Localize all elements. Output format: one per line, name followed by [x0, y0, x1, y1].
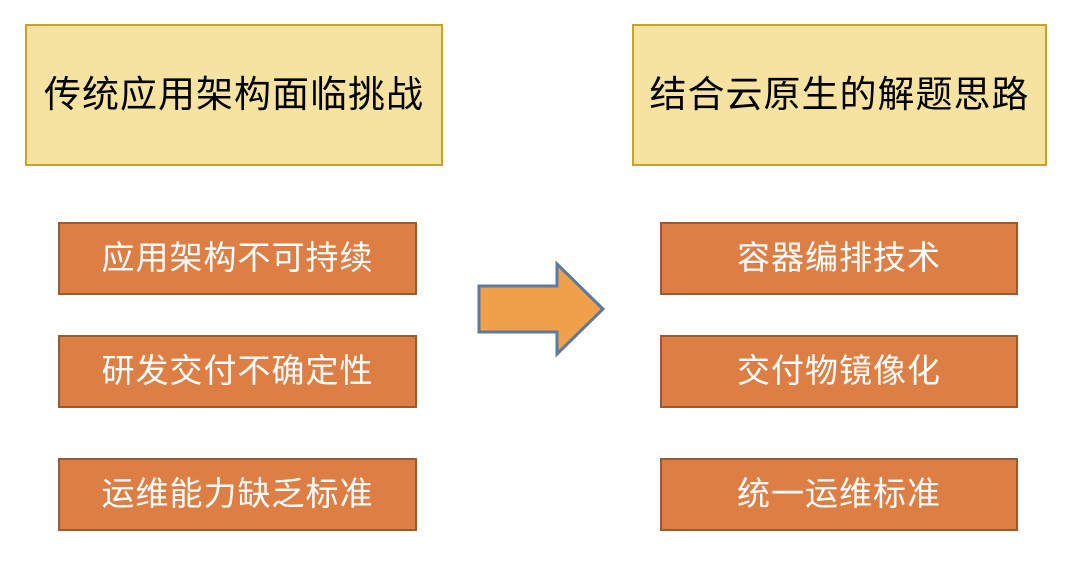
item-box-left-1: 应用架构不可持续: [58, 222, 417, 295]
item-label-right-2: 交付物镜像化: [737, 352, 941, 390]
item-label-right-1: 容器编排技术: [737, 239, 941, 277]
header-box-challenges: 传统应用架构面临挑战: [25, 24, 443, 166]
right-arrow-polygon: [477, 260, 606, 358]
item-label-left-2: 研发交付不确定性: [101, 352, 374, 390]
item-label-right-3: 统一运维标准: [737, 475, 941, 513]
item-box-left-2: 研发交付不确定性: [58, 335, 417, 408]
item-label-left-3: 运维能力缺乏标准: [101, 475, 374, 513]
header-label-solutions: 结合云原生的解题思路: [649, 73, 1030, 115]
right-arrow-icon-svg: [477, 260, 606, 358]
item-box-right-3: 统一运维标准: [660, 458, 1018, 531]
item-box-left-3: 运维能力缺乏标准: [58, 458, 417, 531]
right-arrow-icon: [473, 258, 609, 360]
header-label-challenges: 传统应用架构面临挑战: [44, 73, 424, 115]
header-box-solutions: 结合云原生的解题思路: [632, 24, 1047, 166]
item-box-right-1: 容器编排技术: [660, 222, 1018, 295]
item-label-left-1: 应用架构不可持续: [101, 239, 374, 277]
item-box-right-2: 交付物镜像化: [660, 335, 1018, 408]
